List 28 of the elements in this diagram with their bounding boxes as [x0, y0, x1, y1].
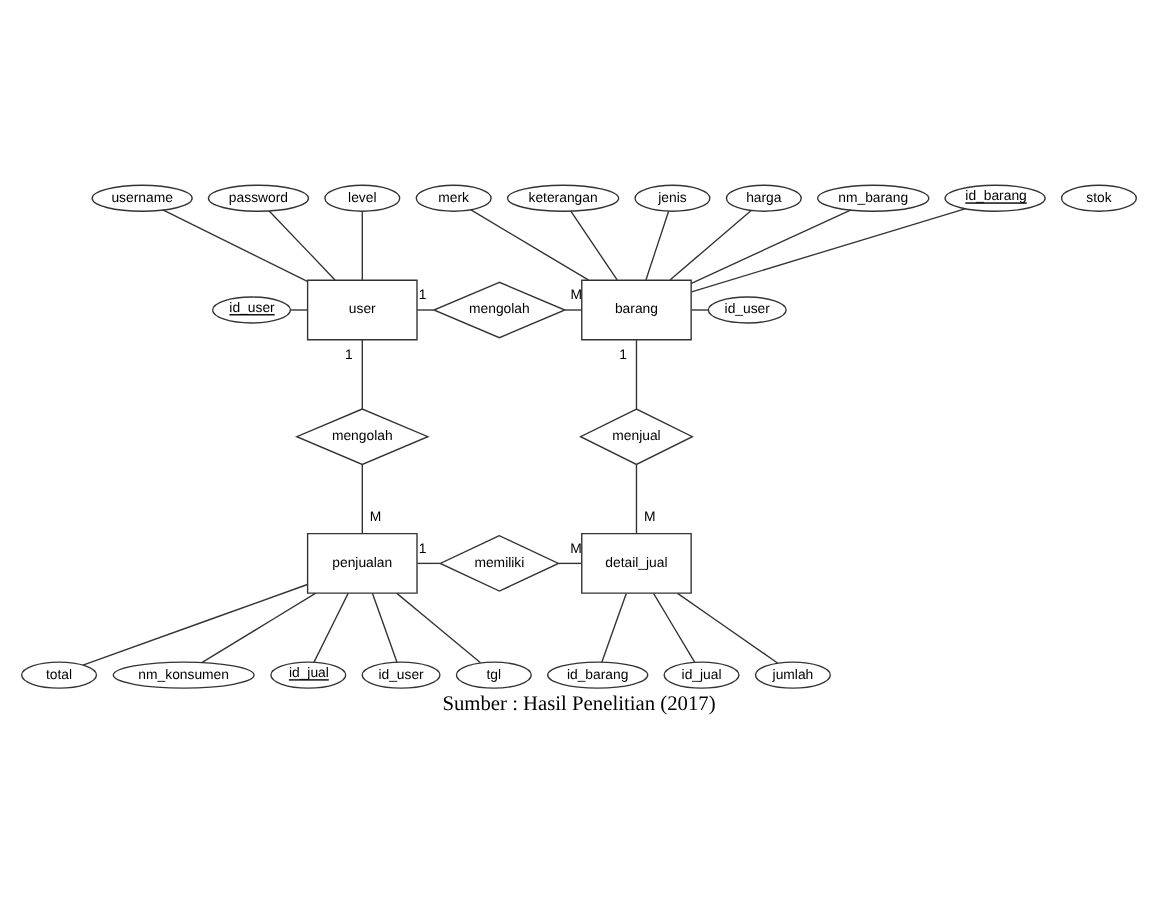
connector [361, 210, 363, 281]
connector [290, 309, 308, 311]
connector [601, 592, 627, 663]
connector [416, 309, 435, 311]
connector [690, 209, 852, 284]
connector [669, 209, 752, 281]
connector [361, 464, 363, 535]
connector [635, 464, 638, 535]
connector [569, 210, 618, 281]
connector [162, 209, 308, 283]
connector [635, 339, 638, 410]
connector [469, 209, 590, 281]
connector [82, 583, 309, 666]
caption: Sumber : Hasil Penelitian (2017) [442, 694, 716, 716]
connector [558, 562, 582, 565]
connector [361, 339, 363, 410]
connector [652, 592, 696, 663]
connector [645, 210, 670, 281]
connector [371, 592, 398, 663]
connector [564, 309, 583, 311]
connector [690, 309, 709, 311]
connector [690, 207, 967, 293]
connector [201, 592, 317, 664]
connector [396, 592, 482, 664]
connector [416, 562, 441, 565]
connector [313, 592, 349, 663]
connector [676, 592, 779, 664]
connector [268, 210, 336, 281]
